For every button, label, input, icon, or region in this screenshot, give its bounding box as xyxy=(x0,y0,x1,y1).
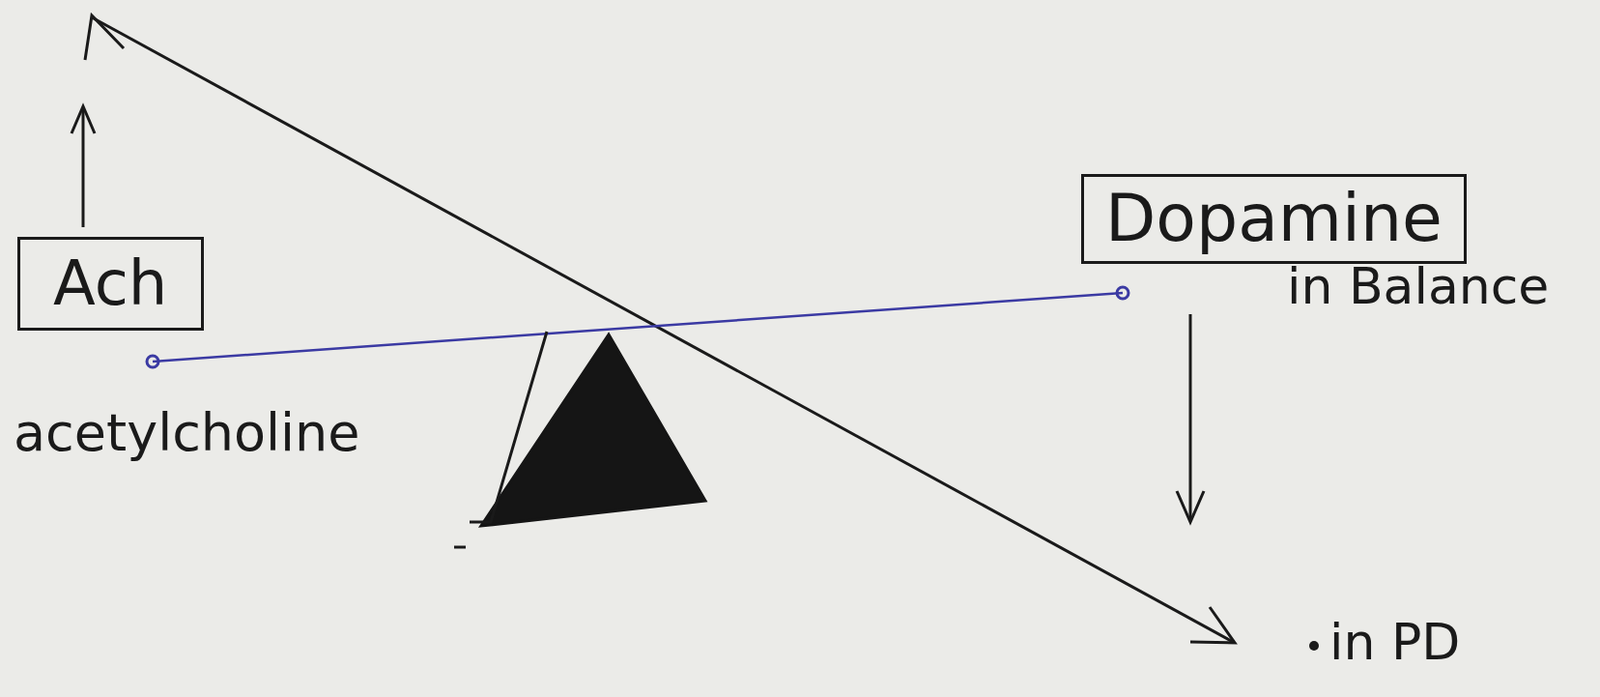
arrow-head xyxy=(71,106,95,134)
down-arrow xyxy=(1189,314,1193,520)
note-label: in Balance xyxy=(1286,258,1549,315)
term-text: Dopamine xyxy=(1105,182,1464,256)
arrow-head xyxy=(85,15,124,60)
term-text: Ach xyxy=(53,249,201,317)
balance-beam xyxy=(152,292,1123,362)
fulcrum xyxy=(481,334,706,526)
arrow-head xyxy=(1190,606,1235,643)
term-box: Ach xyxy=(17,236,204,331)
up-arrow xyxy=(82,108,86,228)
bullet-dot xyxy=(1309,640,1319,651)
fulcrum-sketch xyxy=(454,545,466,549)
term-box: Dopamine xyxy=(1081,173,1467,264)
tilt-line xyxy=(91,17,1233,642)
note-label: in PD xyxy=(1329,614,1460,670)
arrow-head xyxy=(1176,490,1204,522)
fulcrum-sketch xyxy=(469,331,547,522)
beam-end xyxy=(146,355,159,368)
beam-end xyxy=(1116,286,1129,299)
note-label: acetylcholine xyxy=(13,403,361,461)
